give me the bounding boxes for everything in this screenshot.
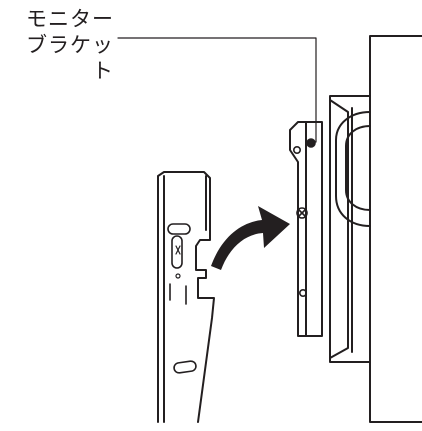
- bracket-hole-icon: [292, 146, 301, 155]
- label-line-2: ブラケット: [26, 33, 114, 83]
- callout-leader: [117, 37, 317, 143]
- label-line-1: モニター: [26, 7, 114, 31]
- stand-column: [157, 171, 215, 423]
- monitor-bracket: [289, 121, 323, 337]
- monitor-bracket-label: モニター ブラケット: [6, 6, 114, 84]
- screw-icon: [296, 207, 308, 219]
- curved-arrow-icon: [211, 206, 290, 270]
- monitor-body: [329, 35, 422, 423]
- bracket-hole-icon: [298, 288, 307, 297]
- bracket-rivet-icon: [306, 138, 316, 148]
